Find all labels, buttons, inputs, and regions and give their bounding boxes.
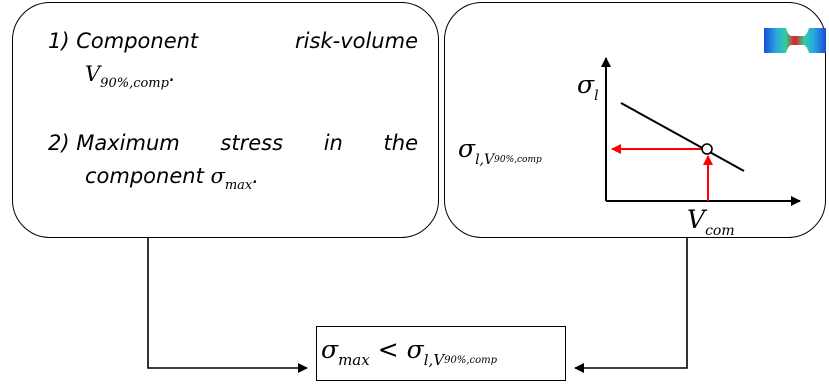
item2-word-the: the <box>383 131 418 155</box>
item1-sub: 90%,comp <box>100 76 169 91</box>
item1-line2: V90%,comp. <box>48 58 418 94</box>
connector-left <box>147 238 308 373</box>
item2-word-component: component <box>85 164 204 188</box>
specimen-stress-contour-icon <box>764 28 826 53</box>
criterion-rhs: σ <box>406 335 424 364</box>
item2-line1: 2) Maximum stress in the <box>48 127 418 160</box>
criterion-rhs-subsub: 90%,comp <box>444 355 498 366</box>
item2-number: 2) <box>48 131 70 155</box>
x-axis-label: Vcom <box>687 205 735 239</box>
x-label-sub: com <box>705 223 735 239</box>
criterion-lhs-sub: max <box>338 351 370 369</box>
item1-word-component: Component <box>76 29 199 53</box>
x-label-var: V <box>687 205 706 234</box>
criterion-operator: < <box>377 335 399 364</box>
ref-label-subsub: 90%,comp <box>494 155 542 165</box>
criterion-lhs: σ <box>321 335 339 364</box>
criterion-rhs-sub: l,V <box>423 351 445 369</box>
item-risk-volume: 1) Component risk-volume V90%,comp. <box>48 25 418 94</box>
y-axis-label: σl <box>577 70 599 104</box>
item1-line1: 1) Component risk-volume <box>48 25 418 58</box>
item2-word-in: in <box>323 131 343 155</box>
connector-right <box>574 238 688 373</box>
ref-label-var: σ <box>458 134 476 163</box>
item1-var: V <box>85 62 101 86</box>
item1-end: . <box>168 62 176 86</box>
y-label-var: σ <box>577 70 595 99</box>
ref-label-sub: l,V <box>475 152 495 168</box>
item-max-stress: 2) Maximum stress in the component σmax. <box>48 127 418 196</box>
item2-end: . <box>252 164 259 188</box>
item2-word-maximum: Maximum <box>76 131 180 155</box>
intersection-point <box>701 143 713 155</box>
criterion-box: σmax<σl,V90%,comp <box>316 326 566 381</box>
y-label-sub: l <box>594 88 599 104</box>
reference-stress-label: σl,V90%,comp <box>458 134 542 168</box>
item1-number: 1) <box>48 29 70 53</box>
item2-var: σ <box>210 164 225 188</box>
item2-line2: component σmax. <box>48 160 418 196</box>
item2-sub: max <box>224 178 253 193</box>
item2-word-stress: stress <box>220 131 284 155</box>
item1-lead: 1) Component <box>48 25 198 58</box>
input-box: 1) Component risk-volume V90%,comp. 2) M… <box>12 2 439 238</box>
item2-lead: 2) Maximum <box>48 127 180 160</box>
criterion-formula: σmax<σl,V90%,comp <box>321 335 498 369</box>
stress-volume-line <box>620 102 745 172</box>
graph-box <box>444 2 826 238</box>
item1-word-risk-volume: risk-volume <box>295 29 418 53</box>
